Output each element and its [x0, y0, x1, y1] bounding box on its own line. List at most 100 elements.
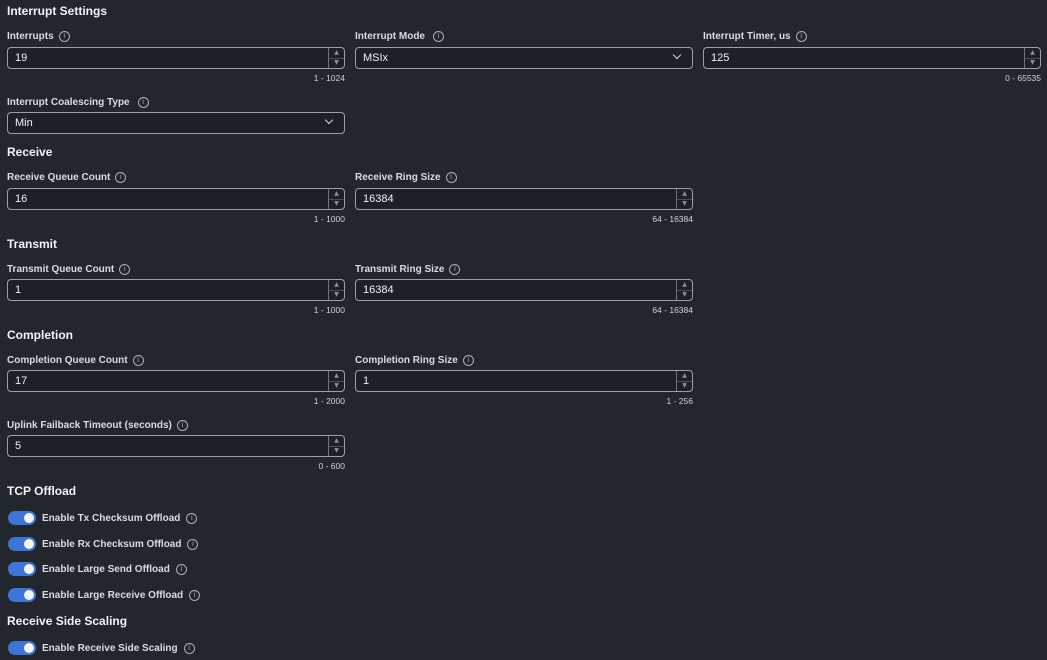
- info-icon[interactable]: i: [795, 31, 807, 42]
- interrupt-timer-label-text: Interrupt Timer, us: [703, 31, 791, 42]
- stepper-up-icon[interactable]: ▲: [329, 48, 344, 59]
- stepper-up-icon[interactable]: ▲: [329, 189, 344, 200]
- stepper-up-icon[interactable]: ▲: [329, 436, 344, 447]
- info-icon[interactable]: i: [189, 589, 201, 601]
- stepper-down-icon[interactable]: ▼: [682, 200, 687, 207]
- toggle-knob: [24, 564, 34, 574]
- interrupt-timer-label: Interrupt Timer, us i: [703, 31, 807, 42]
- interrupts-label-text: Interrupts: [7, 31, 54, 42]
- completion-queue-count-label: Completion Queue Count i: [7, 355, 144, 366]
- uplink-failback-label: Uplink Failback Timeout (seconds) i: [7, 420, 188, 431]
- section-title-completion: Completion: [7, 328, 73, 342]
- interrupt-timer-input[interactable]: 125 ▲▼: [703, 47, 1041, 69]
- stepper-arrows-icon[interactable]: ▲▼: [676, 189, 692, 209]
- section-title-receive-side-scaling: Receive Side Scaling: [7, 614, 128, 628]
- interrupt-mode-select[interactable]: MSIx: [355, 47, 693, 69]
- transmit-ring-size-label: Transmit Ring Size i: [355, 264, 461, 275]
- large-receive-row: Enable Large Receive Offload i: [8, 588, 201, 602]
- stepper-down-icon[interactable]: ▼: [334, 59, 339, 66]
- uplink-failback-input[interactable]: 5 ▲▼: [7, 435, 345, 457]
- interrupts-label: Interrupts i: [7, 31, 70, 42]
- transmit-queue-count-value: 1: [15, 284, 22, 296]
- interrupt-mode-label: Interrupt Mode i: [355, 31, 444, 42]
- receive-ring-size-input[interactable]: 16384 ▲▼: [355, 188, 693, 210]
- interrupt-mode-label-text: Interrupt Mode: [355, 31, 425, 42]
- receive-ring-size-range: 64 - 16384: [652, 214, 693, 224]
- info-icon[interactable]: i: [115, 172, 127, 183]
- receive-queue-count-value: 16: [15, 193, 28, 205]
- rss-row: Enable Receive Side Scaling i: [8, 641, 195, 655]
- stepper-down-icon[interactable]: ▼: [334, 200, 339, 207]
- uplink-failback-range: 0 - 600: [318, 461, 345, 471]
- interrupts-input[interactable]: 19 ▲▼: [7, 47, 345, 69]
- transmit-queue-count-input[interactable]: 1 ▲▼: [7, 279, 345, 301]
- stepper-arrows-icon[interactable]: ▲▼: [328, 189, 344, 209]
- completion-queue-count-input[interactable]: 17 ▲▼: [7, 370, 345, 392]
- stepper-down-icon[interactable]: ▼: [682, 382, 687, 389]
- info-icon[interactable]: i: [183, 642, 195, 654]
- stepper-arrows-icon[interactable]: ▲▼: [328, 280, 344, 300]
- stepper-up-icon[interactable]: ▲: [329, 371, 344, 382]
- tx-checksum-label: Enable Tx Checksum Offload: [42, 512, 181, 524]
- info-icon[interactable]: i: [187, 538, 199, 550]
- toggle-knob: [24, 513, 34, 523]
- large-send-toggle[interactable]: [8, 562, 36, 576]
- large-receive-toggle[interactable]: [8, 588, 36, 602]
- stepper-arrows-icon[interactable]: ▲▼: [328, 436, 344, 456]
- coalescing-type-value: Min: [15, 117, 33, 129]
- info-icon[interactable]: i: [176, 420, 188, 431]
- info-icon[interactable]: i: [445, 172, 457, 183]
- completion-queue-count-value: 17: [15, 375, 28, 387]
- transmit-ring-size-input[interactable]: 16384 ▲▼: [355, 279, 693, 301]
- transmit-queue-count-label-text: Transmit Queue Count: [7, 264, 115, 275]
- info-icon[interactable]: i: [449, 264, 461, 275]
- toggle-knob: [24, 590, 34, 600]
- interrupt-timer-range: 0 - 65535: [1005, 73, 1041, 83]
- receive-queue-count-range: 1 - 1000: [313, 214, 345, 224]
- transmit-queue-count-label: Transmit Queue Count i: [7, 264, 131, 275]
- receive-queue-count-input[interactable]: 16 ▲▼: [7, 188, 345, 210]
- stepper-arrows-icon[interactable]: ▲▼: [1024, 48, 1040, 68]
- interrupts-value: 19: [15, 52, 28, 64]
- info-icon[interactable]: i: [132, 355, 144, 366]
- completion-ring-size-range: 1 - 256: [666, 396, 693, 406]
- transmit-ring-size-range: 64 - 16384: [652, 305, 693, 315]
- info-icon[interactable]: i: [58, 31, 70, 42]
- stepper-arrows-icon[interactable]: ▲▼: [676, 280, 692, 300]
- interrupts-range: 1 - 1024: [313, 73, 345, 83]
- interrupt-timer-value: 125: [711, 52, 730, 64]
- info-icon[interactable]: i: [175, 563, 187, 575]
- stepper-arrows-icon[interactable]: ▲▼: [328, 371, 344, 391]
- rx-checksum-label: Enable Rx Checksum Offload: [42, 538, 182, 550]
- stepper-up-icon[interactable]: ▲: [677, 189, 692, 200]
- stepper-arrows-icon[interactable]: ▲▼: [676, 371, 692, 391]
- transmit-ring-size-value: 16384: [363, 284, 394, 296]
- stepper-down-icon[interactable]: ▼: [1030, 59, 1035, 66]
- completion-ring-size-label: Completion Ring Size i: [355, 355, 474, 366]
- stepper-down-icon[interactable]: ▼: [334, 291, 339, 298]
- completion-ring-size-value: 1: [363, 375, 370, 387]
- info-icon[interactable]: i: [137, 97, 149, 108]
- receive-ring-size-value: 16384: [363, 193, 394, 205]
- stepper-down-icon[interactable]: ▼: [334, 447, 339, 454]
- info-icon[interactable]: i: [462, 355, 474, 366]
- tx-checksum-toggle[interactable]: [8, 511, 36, 525]
- stepper-down-icon[interactable]: ▼: [682, 291, 687, 298]
- rx-checksum-toggle[interactable]: [8, 537, 36, 551]
- receive-ring-size-label: Receive Ring Size i: [355, 172, 457, 183]
- stepper-up-icon[interactable]: ▲: [677, 371, 692, 382]
- stepper-arrows-icon[interactable]: ▲▼: [328, 48, 344, 68]
- coalescing-type-select[interactable]: Min: [7, 112, 345, 134]
- toggle-knob: [24, 643, 34, 653]
- rss-toggle[interactable]: [8, 641, 36, 655]
- info-icon[interactable]: i: [186, 512, 198, 524]
- stepper-up-icon[interactable]: ▲: [1025, 48, 1040, 59]
- section-title-tcp-offload: TCP Offload: [7, 484, 77, 498]
- info-icon[interactable]: i: [119, 264, 131, 275]
- info-icon[interactable]: i: [433, 31, 444, 42]
- section-title-interrupt-settings: Interrupt Settings: [7, 4, 108, 18]
- stepper-down-icon[interactable]: ▼: [334, 382, 339, 389]
- stepper-up-icon[interactable]: ▲: [677, 280, 692, 291]
- completion-ring-size-input[interactable]: 1 ▲▼: [355, 370, 693, 392]
- stepper-up-icon[interactable]: ▲: [329, 280, 344, 291]
